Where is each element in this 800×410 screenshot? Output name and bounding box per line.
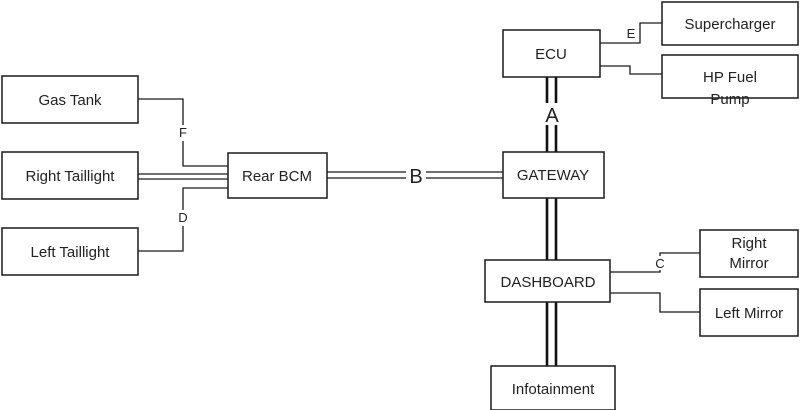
bus-a-label-bg <box>541 103 563 125</box>
node-right-mirror-label-line1: Right <box>731 235 767 252</box>
node-rear-bcm-label: Rear BCM <box>242 168 312 185</box>
node-dashboard-label: DASHBOARD <box>500 274 595 291</box>
bus-c-label: C <box>655 256 664 271</box>
bus-a-label: A <box>545 105 559 127</box>
bus-f-label-bg <box>176 125 190 141</box>
bus-d-label-bg <box>176 210 190 226</box>
node-ecu-label: ECU <box>535 46 567 63</box>
wire-ecu-hp-fuel-pump <box>600 65 662 75</box>
node-left-mirror-label: Left Mirror <box>715 305 783 322</box>
wire-dashboard-left-mirror <box>610 292 700 313</box>
node-dashboard: DASHBOARD <box>484 259 611 303</box>
bus-b-label: B <box>409 166 422 188</box>
node-infotainment: Infotainment <box>490 365 616 410</box>
node-rear-bcm: Rear BCM <box>227 152 328 199</box>
bus-labels: A B C D E F <box>176 26 667 271</box>
bus-b-label-bg <box>406 165 426 185</box>
node-supercharger: Supercharger <box>661 1 799 46</box>
node-gateway-label: GATEWAY <box>517 167 589 184</box>
node-gas-tank: Gas Tank <box>1 75 139 124</box>
node-infotainment-label: Infotainment <box>512 381 595 398</box>
node-gas-tank-label: Gas Tank <box>38 92 102 109</box>
bus-f-label: F <box>179 125 187 140</box>
wire-ecu-supercharger <box>600 22 662 44</box>
node-left-taillight: Left Taillight <box>1 227 139 276</box>
node-gateway: GATEWAY <box>502 151 605 199</box>
node-hp-fuel-pump-label-line1: HP Fuel <box>703 69 757 86</box>
bus-e-label-bg <box>624 27 638 41</box>
node-right-taillight: Right Taillight <box>1 151 139 200</box>
node-ecu: ECU <box>502 29 601 78</box>
node-hp-fuel-pump: HP Fuel Pump <box>661 54 799 108</box>
node-hp-fuel-pump-label-line2: Pump <box>710 91 749 108</box>
node-left-mirror: Left Mirror <box>699 288 799 337</box>
node-right-taillight-label: Right Taillight <box>26 168 116 185</box>
node-right-mirror-label-line2: Mirror <box>729 255 768 272</box>
bus-c-label-bg <box>653 256 667 270</box>
bus-e-label: E <box>627 26 636 41</box>
node-supercharger-label: Supercharger <box>685 16 776 33</box>
connections <box>138 22 700 366</box>
node-left-taillight-label: Left Taillight <box>31 244 111 261</box>
bus-d-label: D <box>178 210 187 225</box>
node-right-mirror: Right Mirror <box>699 229 799 278</box>
